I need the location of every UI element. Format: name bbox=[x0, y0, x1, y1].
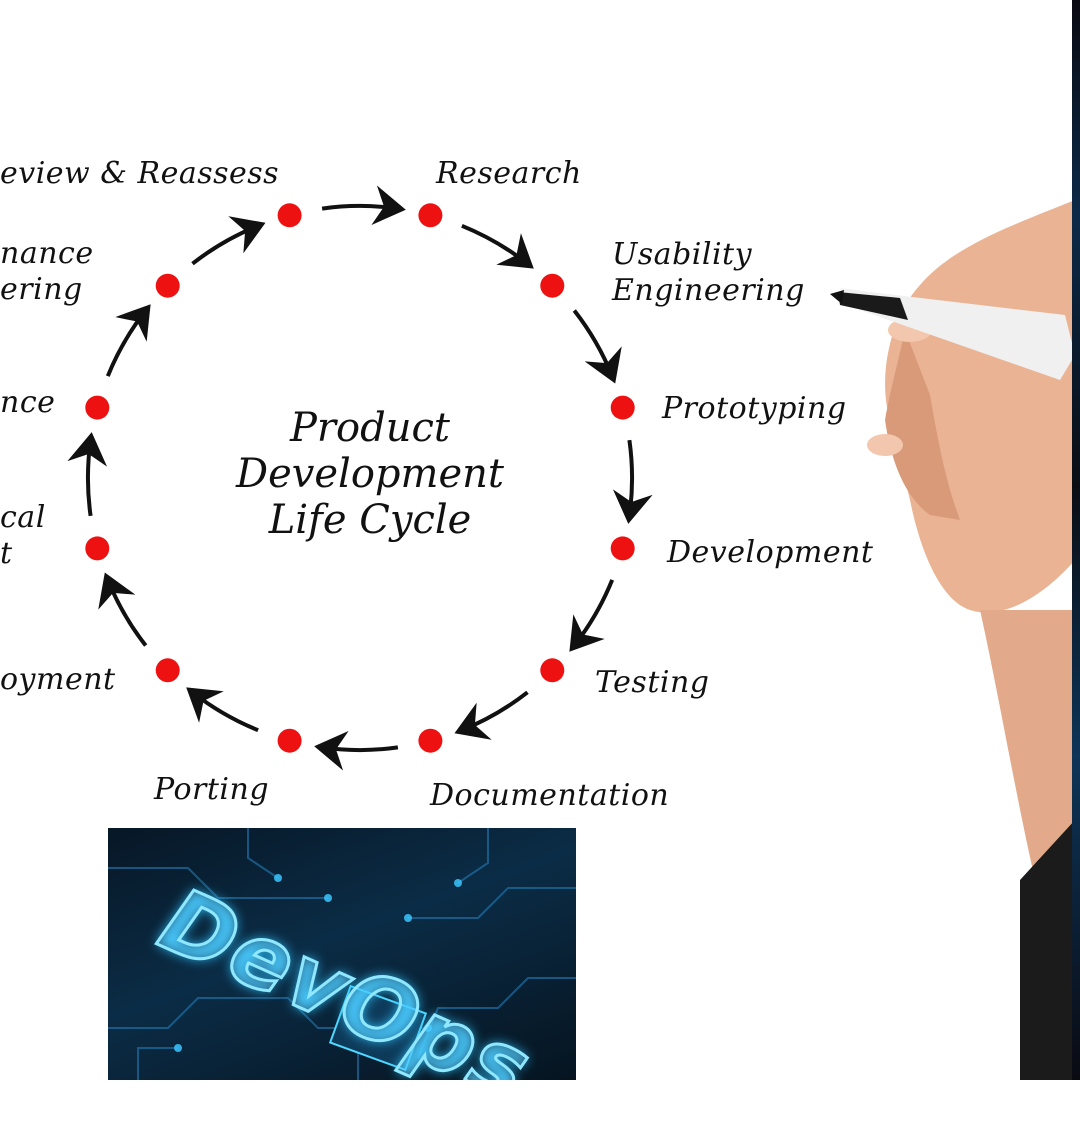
stage-label-research: Research bbox=[436, 156, 582, 191]
circuit-pattern bbox=[108, 828, 576, 1080]
cycle-arrow bbox=[105, 304, 151, 377]
stage-label-development: Development bbox=[667, 535, 874, 570]
cycle-arrow bbox=[321, 185, 406, 226]
stage-node bbox=[85, 536, 110, 561]
title-line-1: Product bbox=[290, 405, 450, 451]
title-line-3: Life Cycle bbox=[268, 497, 472, 543]
stage-node bbox=[155, 273, 180, 298]
stage-node bbox=[540, 658, 565, 683]
cycle-nodes bbox=[85, 203, 635, 753]
stage-label-review-reassess: eview & Reassess bbox=[0, 156, 280, 191]
devops-image: DevOps bbox=[108, 828, 576, 1080]
stage-node bbox=[610, 536, 635, 561]
stage-label-testing: Testing bbox=[595, 665, 710, 700]
stage-label-maintenance: nce bbox=[0, 385, 56, 420]
cycle-arrow bbox=[612, 439, 653, 524]
cycle-arrow bbox=[569, 579, 615, 652]
stage-label-maintenance-engineering: nance ering bbox=[0, 236, 94, 307]
stage-label-deployment: oyment bbox=[0, 662, 116, 697]
cycle-arrow bbox=[191, 216, 266, 266]
stage-label-porting: Porting bbox=[154, 772, 270, 807]
stage-node bbox=[610, 395, 635, 420]
cycle-arrow bbox=[572, 309, 622, 384]
stage-node bbox=[277, 728, 302, 753]
stage-node bbox=[277, 203, 302, 228]
cycle-arrows bbox=[67, 185, 653, 771]
hand-with-marker bbox=[830, 200, 1075, 1080]
stage-label-usability-engineering: Usability Engineering bbox=[612, 237, 805, 308]
cycle-arrow bbox=[67, 432, 108, 517]
diagram-canvas: Product Development Life Cycle Research … bbox=[0, 0, 1080, 1080]
cycle-arrow bbox=[186, 687, 259, 733]
cycle-diagram bbox=[67, 185, 653, 771]
stage-label-prototyping: Prototyping bbox=[662, 391, 847, 426]
title-line-2: Development bbox=[236, 451, 504, 497]
cycle-arrow bbox=[461, 223, 534, 269]
cycle-title: Product Development Life Cycle bbox=[200, 405, 540, 543]
stage-node bbox=[540, 273, 565, 298]
edge-strip bbox=[1072, 0, 1080, 1080]
stage-label-documentation: Documentation bbox=[430, 778, 670, 813]
stage-label-technical: cal t bbox=[0, 500, 46, 571]
stage-node bbox=[85, 395, 110, 420]
cycle-arrow bbox=[98, 572, 148, 647]
cycle-arrow bbox=[314, 730, 399, 771]
cycle-arrow bbox=[454, 690, 529, 740]
stage-node bbox=[418, 203, 443, 228]
stage-node bbox=[418, 728, 443, 753]
stage-node bbox=[155, 658, 180, 683]
